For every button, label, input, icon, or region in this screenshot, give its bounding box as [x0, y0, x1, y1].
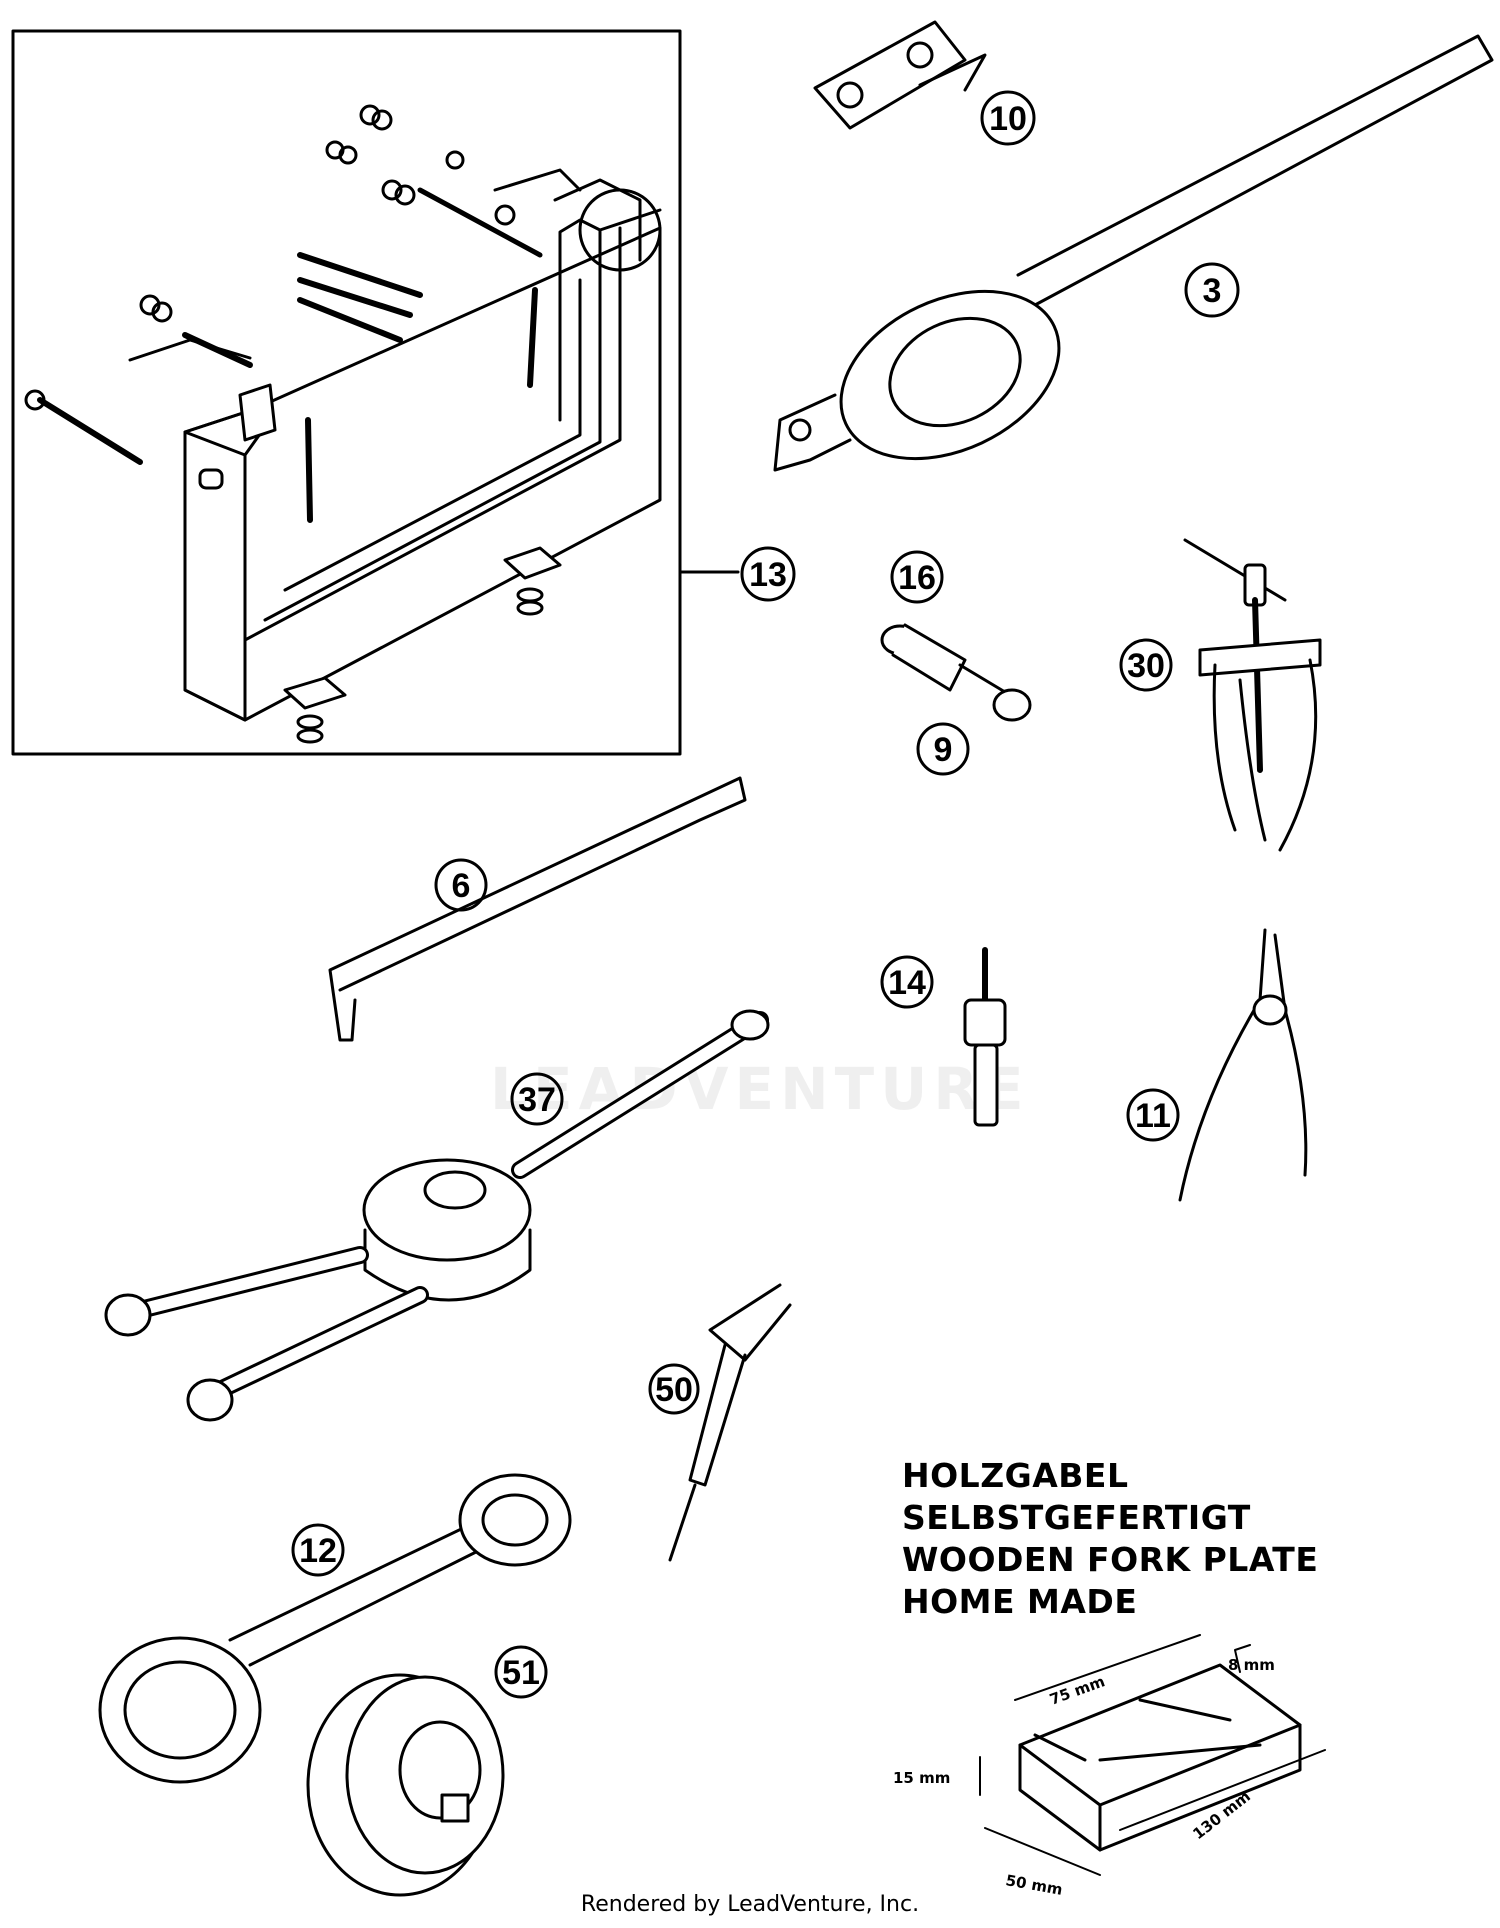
callout-circles: [291, 90, 1240, 1699]
wooden-fork-plate: [979, 1634, 1326, 1876]
callout-14: 14: [888, 964, 926, 1002]
tool-11-pliers: [1178, 928, 1308, 1202]
note-line-2: SELBSTGEFERTIGT: [902, 1498, 1251, 1537]
dim-thickness-top: 8 mm: [1228, 1656, 1275, 1674]
callout-10: 10: [989, 100, 1027, 138]
note-line-4: HOME MADE: [902, 1582, 1138, 1621]
watermark: LEADVENTURE: [490, 1055, 1030, 1123]
tool-12-spanner: [98, 1473, 572, 1784]
tool-3-wrench: [773, 34, 1494, 472]
engine-stand-part: [24, 104, 662, 744]
stand-frame-box: [11, 29, 682, 756]
note-line-1: HOLZGABEL: [902, 1456, 1129, 1495]
callout-9: 9: [934, 731, 953, 769]
callout-13: 13: [749, 556, 787, 594]
tool-6-blade: [328, 776, 747, 1042]
callout-6: 6: [452, 867, 471, 905]
tool-30-puller: [1183, 538, 1322, 852]
callout-50: 50: [655, 1371, 693, 1409]
note-line-3: WOODEN FORK PLATE: [902, 1540, 1319, 1579]
callout-12: 12: [299, 1532, 337, 1570]
callout-37: 37: [518, 1081, 556, 1119]
wooden-fork-note: HOLZGABEL SELBSTGEFERTIGT WOODEN FORK PL…: [902, 1455, 1318, 1623]
tool-16-9-adapter: [880, 623, 1032, 722]
callout-51: 51: [502, 1654, 540, 1692]
callout-3: 3: [1203, 272, 1222, 310]
footer-credit: Rendered by LeadVenture, Inc.: [580, 1892, 920, 1917]
tool-50-syringe: [668, 1283, 792, 1562]
callout-11: 11: [1135, 1097, 1171, 1135]
dim-height: 15 mm: [893, 1769, 950, 1787]
tool-51-rotor: [306, 1673, 505, 1897]
tool-10-holder: [813, 20, 987, 130]
tool-37-holder: [104, 1009, 770, 1422]
callout-16: 16: [898, 559, 936, 597]
dim-length: 130 mm: [1189, 1787, 1254, 1843]
tool-14-puller: [963, 947, 1007, 1127]
callout-30: 30: [1127, 647, 1165, 685]
